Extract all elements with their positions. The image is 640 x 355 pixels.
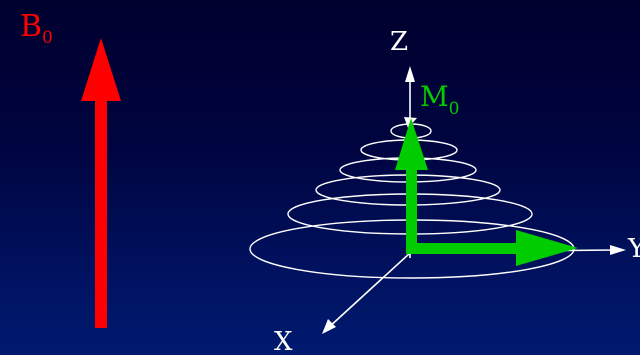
z-axis-label: Z (390, 27, 408, 57)
b0-field-arrow (81, 38, 121, 328)
y-axis-label: Y (627, 234, 640, 264)
x-axis-label: X (274, 327, 293, 355)
magnetization-vector-z (395, 118, 428, 252)
m0-label: M0 (420, 80, 460, 119)
magnetization-vector-y (406, 230, 578, 266)
x-axis (322, 252, 411, 334)
b0-label: B0 (20, 9, 53, 48)
